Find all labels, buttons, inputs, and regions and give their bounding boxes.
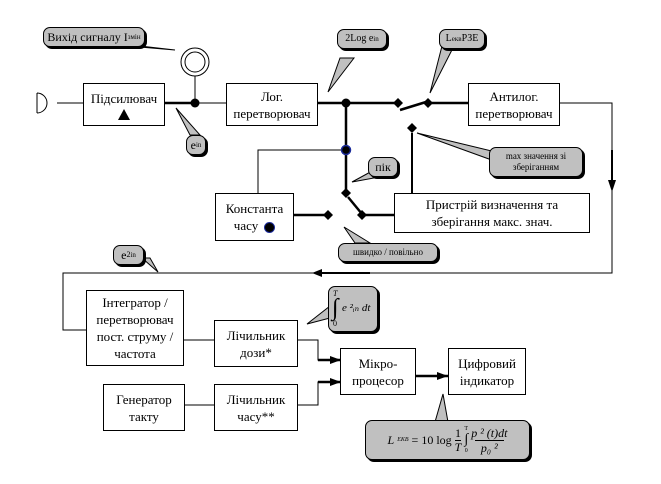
junction-dot	[190, 98, 200, 108]
fast-slow-text: швидко / повільно	[353, 247, 423, 257]
arrow-down	[608, 180, 616, 192]
max-value-device-block: Пристрій визначення та зберігання макс. …	[394, 193, 590, 233]
e-in-squared-sub: in	[130, 251, 136, 259]
clock-generator-line2: такту	[129, 408, 159, 424]
integral-callout: T ∫ 0 e ²ᵢₙ dt	[328, 286, 378, 332]
leq-rhs: = 10 log	[411, 433, 452, 447]
integral-body: e ²ᵢₙ dt	[342, 302, 371, 314]
dose-counter-line1: Лічильник	[226, 327, 286, 343]
microprocessor-block: Мікро- процесор	[340, 348, 416, 395]
l-level-suffix: РЗЕ	[461, 33, 479, 44]
max-device-line1: Пристрій визначення та	[425, 197, 559, 212]
leq-frac1: 1 T	[454, 425, 462, 454]
switch-contact	[423, 98, 433, 108]
leq-integral: T ∫ 0	[464, 425, 468, 455]
antilog-converter-line1: Антилог.	[489, 88, 539, 104]
switch-contact	[407, 123, 417, 133]
log-converter-line2: перетворювач	[233, 105, 311, 121]
e-in-sub: in	[195, 141, 202, 149]
l-level-sub: екв	[451, 35, 462, 43]
leq-int-lower: 0	[464, 448, 468, 454]
amplifier-label: Підсилювач	[90, 90, 158, 106]
digital-indicator-line1: Цифровий	[458, 355, 516, 371]
integral-formula: T ∫ 0 e ²ᵢₙ dt	[330, 288, 376, 330]
integrator-line2: перетворювач	[96, 312, 174, 327]
amplifier-block: Підсилювач	[83, 83, 165, 126]
integral-upper-limit: T	[333, 289, 338, 298]
microprocessor-line1: Мікро-	[358, 355, 398, 371]
fast-slow-callout: швидко / повільно	[338, 243, 438, 262]
time-constant-line1: Константа	[225, 201, 284, 216]
microprocessor-line2: процесор	[352, 372, 404, 388]
clock-generator-line1: Генератор	[116, 391, 172, 407]
integral-lower-limit: 0	[333, 319, 337, 328]
switch-contact	[341, 188, 351, 198]
log-converter-block: Лог. перетворювач	[226, 83, 318, 126]
dose-counter-line2: дози*	[240, 344, 272, 360]
integrator-block: Інтегратор / перетворювач пост. струму /…	[86, 290, 184, 366]
time-constant-block: Константа часу	[215, 193, 294, 241]
dose-counter-block: Лічильник дози*	[214, 320, 298, 367]
leq-frac2: p ² (t)dt p₀ ²	[471, 426, 507, 455]
time-counter-line2: часу**	[237, 408, 275, 424]
triangle-icon	[118, 108, 130, 120]
l-level-text: L	[445, 33, 452, 44]
leq-lhs-sub: ЕКВ	[397, 437, 409, 443]
signal-output-text: Вихід сигналу I	[47, 30, 128, 44]
time-constant-line2-wrap: часу	[233, 217, 276, 234]
integrator-line3: пост. струму /	[96, 329, 174, 344]
junction-dot	[340, 144, 352, 156]
log-converter-line1: Лог.	[260, 88, 284, 104]
max-value-line1: max значення зі	[505, 151, 567, 161]
max-device-line2: зберігання макс. знач.	[431, 214, 553, 229]
switch-contact	[393, 98, 403, 108]
arrow-right	[437, 372, 448, 380]
two-log-sub: in	[373, 35, 379, 43]
arrow-right	[330, 356, 341, 364]
signal-output-sub: змін	[127, 33, 141, 41]
clock-generator-block: Генератор такту	[103, 384, 185, 431]
digital-indicator-block: Цифровий індикатор	[448, 348, 526, 395]
antilog-converter-line2: перетворювач	[475, 105, 553, 121]
leq-frac2-den: p₀ ²	[474, 439, 504, 455]
arrow-left	[312, 269, 322, 277]
switch-contact	[357, 210, 367, 220]
peak-callout: пік	[368, 157, 398, 177]
leq-int-sign: ∫	[464, 432, 469, 447]
integral-sign: ∫	[332, 295, 339, 321]
integrator-line4: частота	[114, 346, 156, 361]
max-value-line2: зберіганням	[512, 162, 560, 172]
e-in-text: e	[190, 138, 196, 152]
arrow-right	[330, 378, 341, 386]
integrator-line1: Інтегратор /	[102, 295, 168, 310]
max-value-callout: max значення зі зберіганням	[489, 147, 583, 177]
e-in-squared-text: e	[121, 248, 127, 262]
connection-dot-icon	[264, 221, 276, 233]
leq-lhs: L	[387, 433, 395, 447]
leq-int-upper: T	[464, 426, 469, 432]
time-counter-line1: Лічильник	[226, 391, 286, 407]
leq-frac1-den: T	[454, 439, 462, 454]
switch-contact	[323, 210, 333, 220]
leq-frac2-num: p ² (t)dt	[471, 425, 508, 440]
two-log-text: 2Log e	[345, 33, 374, 44]
digital-indicator-line2: індикатор	[459, 372, 515, 388]
junction-dot	[341, 98, 351, 108]
leq-frac1-num: 1	[455, 425, 461, 440]
time-counter-block: Лічильник часу**	[214, 384, 298, 431]
antilog-converter-block: Антилог. перетворювач	[468, 83, 560, 126]
microphone-icon	[36, 92, 48, 114]
peak-text: пік	[375, 160, 391, 174]
e-in-squared-sup: 2	[126, 250, 131, 259]
time-constant-line2: часу	[233, 218, 259, 233]
